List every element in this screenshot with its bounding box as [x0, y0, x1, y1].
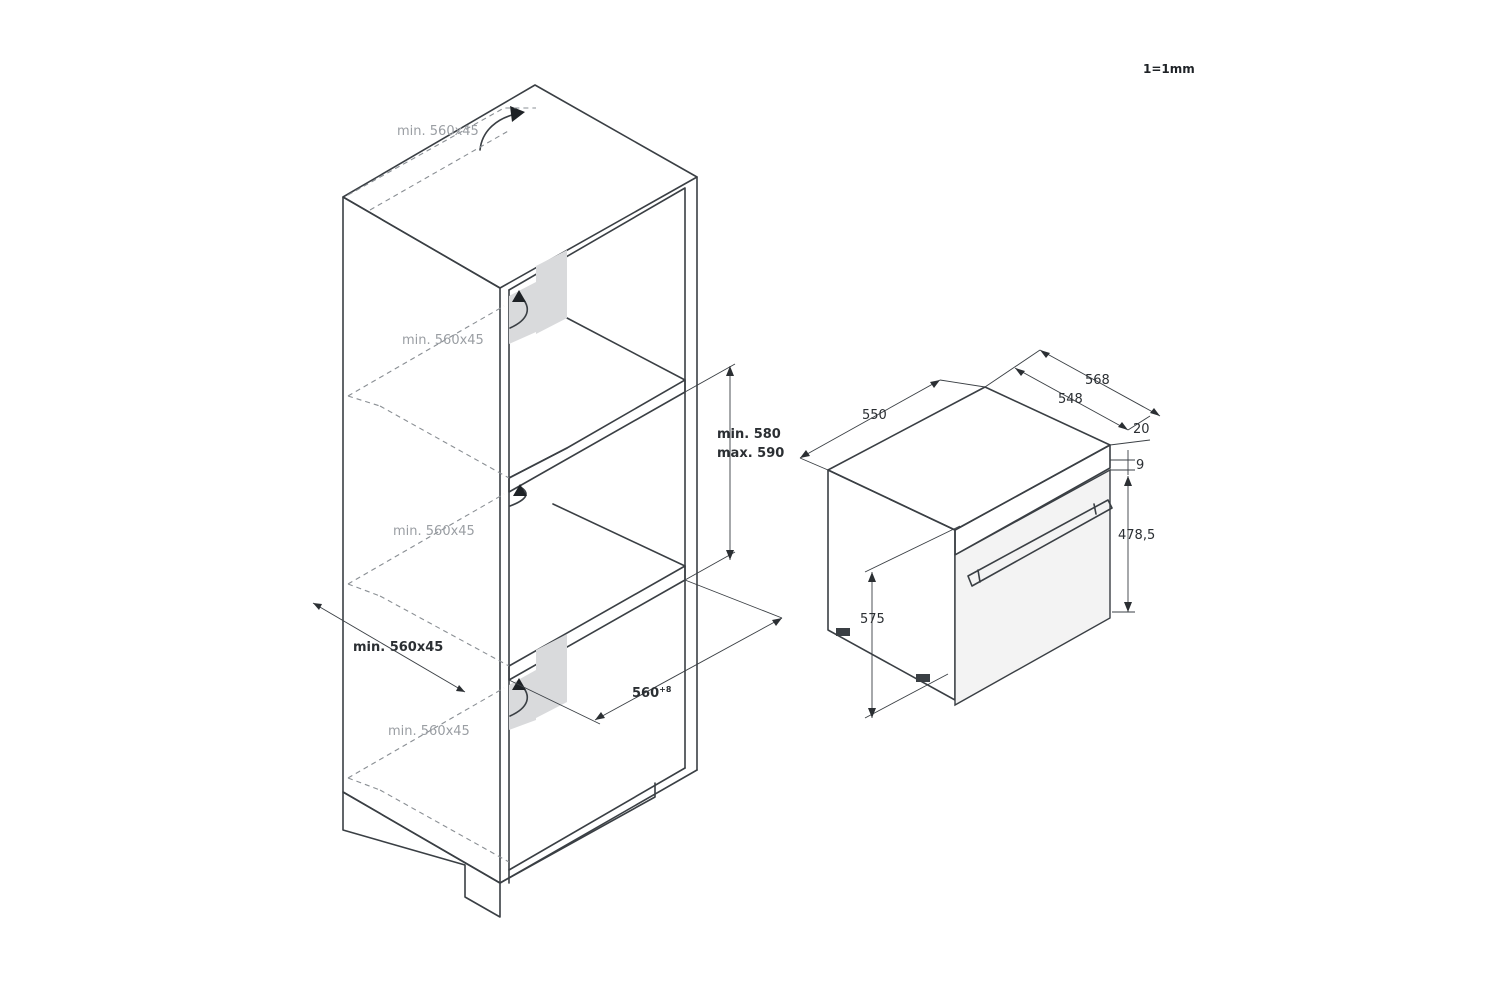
- vent-label-top: min. 560x45: [397, 124, 479, 139]
- oven-handle: [967, 499, 1113, 587]
- vent-outline-bottom-c: [347, 777, 381, 791]
- oven-front-thickness-label: 20: [1133, 422, 1150, 437]
- oven-front-height-label: 478,5: [1118, 528, 1155, 543]
- cabinet-left-side: [342, 196, 501, 884]
- oven-top-offset-label: 9: [1136, 458, 1144, 473]
- vent-upper: [536, 250, 567, 334]
- plinth-recess: [499, 782, 656, 884]
- vent-outline-shelf1-c: [347, 395, 381, 407]
- oven-depth-total-dimension: [984, 349, 1161, 417]
- niche-width-tolerance: +8: [659, 685, 672, 694]
- shelf-2: [508, 565, 686, 681]
- oven-depth-total-label: 568: [1085, 373, 1110, 388]
- front-vent-dimension: [312, 602, 466, 693]
- oven-depth-body-dimension: [1014, 367, 1129, 431]
- vent-outline-shelf2-c: [347, 583, 381, 597]
- cabinet-inner-bottom: [508, 767, 686, 871]
- oven-depth-body-label: 548: [1058, 392, 1083, 407]
- oven-door: [954, 468, 1111, 707]
- oven-handle-bracket-left: [977, 569, 981, 583]
- oven-foot-left: [836, 628, 850, 636]
- niche-height-min: min. 580: [717, 427, 781, 442]
- airflow-arrow-middle-head: [513, 484, 527, 496]
- oven-front-height-dimension: [1112, 476, 1135, 613]
- vent-outline-shelf1-b: [379, 405, 510, 479]
- vent-outline-shelf2: [347, 493, 505, 585]
- vent-outline-shelf2-b: [379, 595, 510, 667]
- niche-width-dimension: [508, 579, 783, 725]
- vent-outline-bottom-b: [379, 789, 510, 863]
- airflow-arrow-top-head: [510, 106, 525, 122]
- oven-foot-right: [916, 674, 930, 682]
- cabinet-plinth: [342, 791, 501, 918]
- oven-fascia: [954, 444, 1111, 556]
- front-vent-label: min. 560x45: [353, 640, 443, 655]
- niche-height-dimension: [684, 363, 736, 581]
- shelf-2-back: [552, 503, 686, 567]
- oven: [827, 386, 1113, 707]
- oven-body-height-dimension: [864, 525, 961, 719]
- tall-cabinet: [342, 84, 698, 918]
- scale-note: 1=1mm: [1143, 62, 1195, 76]
- vent-label-middle: min. 560x45: [393, 524, 475, 539]
- oven-handle-bracket-right: [1093, 503, 1097, 515]
- oven-width-dimension: [799, 379, 986, 471]
- shelf-1-back: [566, 317, 686, 381]
- niche-width-label: 560+8: [632, 685, 672, 701]
- vent-upper-left: [509, 282, 536, 344]
- vent-outline-bottom: [347, 687, 505, 779]
- vent-lower-left: [509, 670, 536, 730]
- oven-front-thickness-dimension: [1109, 415, 1151, 446]
- oven-width-label: 550: [862, 408, 887, 423]
- oven-body-height-label: 575: [860, 612, 885, 627]
- airflow-arrow-upper-head: [512, 290, 526, 302]
- shelf-1: [508, 379, 686, 493]
- oven-left-side: [827, 469, 956, 701]
- niche-height-max: max. 590: [717, 446, 784, 461]
- cabinet-bottom-edge: [499, 769, 698, 884]
- vent-outline-shelf1: [347, 305, 505, 397]
- vent-label-upper: min. 560x45: [402, 333, 484, 348]
- vent-outline-top-2: [369, 129, 511, 211]
- oven-top-offset-dimension: [1110, 450, 1135, 475]
- airflow-arrow-top: [479, 113, 517, 151]
- shelf-1-front: [508, 447, 568, 479]
- vent-label-lower: min. 560x45: [388, 724, 470, 739]
- vent-outline-top: [347, 107, 536, 196]
- niche-width-value: 560: [632, 686, 659, 701]
- airflow-arrow-middle: [509, 487, 527, 507]
